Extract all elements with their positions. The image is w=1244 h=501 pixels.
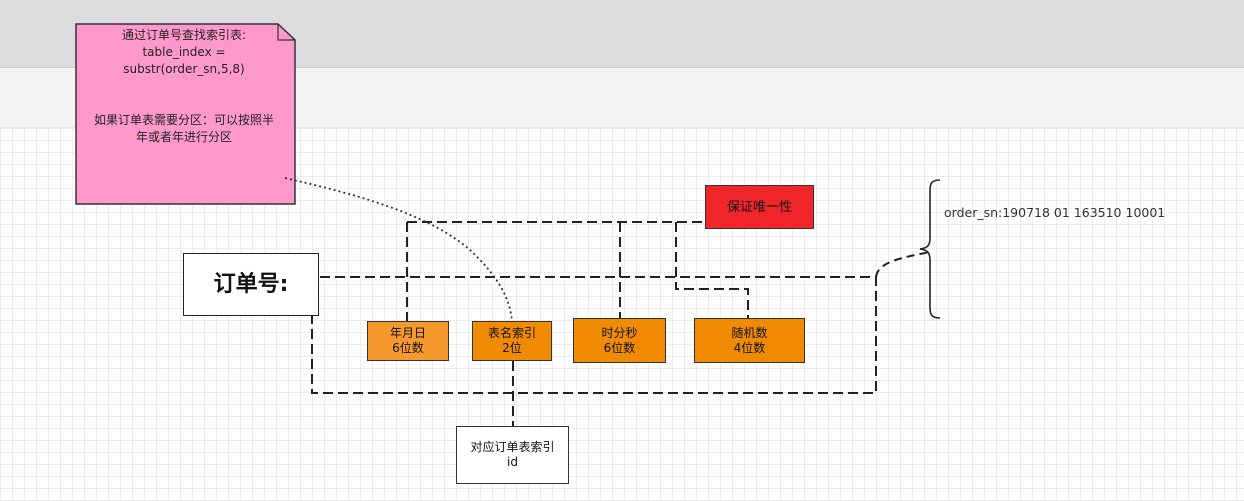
segment-hms-label: 时分秒	[601, 325, 638, 340]
unique-guarantee-box[interactable]: 保证唯一性	[705, 185, 814, 229]
order-number-title[interactable]: 订单号:	[183, 253, 319, 316]
segment-hms[interactable]: 时分秒 6位数	[573, 318, 666, 363]
rnd-connector	[675, 222, 749, 318]
order-sn-example: order_sn:190718 01 163510 10001	[944, 205, 1166, 220]
segment-table-index-label: 表名索引	[487, 326, 536, 340]
order-table-index-line1: 对应订单表索引	[470, 440, 555, 454]
segment-ymd[interactable]: 年月日 6位数	[367, 321, 449, 361]
note-shape	[75, 23, 296, 205]
order-number-title-text: 订单号:	[213, 272, 289, 297]
note-line-4: 如果订单表需要分区：可以按照半	[93, 113, 274, 127]
segment-table-index[interactable]: 表名索引 2位	[472, 321, 552, 361]
note-line-1: 通过订单号查找索引表:	[121, 28, 247, 42]
segment-random-label: 随机数	[731, 325, 768, 340]
brace-link	[875, 251, 931, 278]
segment-ymd-label: 年月日	[389, 326, 426, 340]
order-table-index-line2: id	[507, 455, 518, 469]
note-line-5: 年或者年进行分区	[135, 130, 232, 144]
note-line-3: substr(order_sn,5,8)	[123, 62, 245, 76]
order-table-index-box[interactable]: 对应订单表索引 id	[456, 426, 569, 484]
segment-hms-length: 6位数	[603, 340, 636, 355]
curly-brace	[919, 179, 941, 319]
order-group-container	[311, 276, 877, 394]
note-link-curve	[284, 177, 513, 322]
note-line-2: table_index =	[142, 45, 226, 59]
segment-random[interactable]: 随机数 4位数	[694, 318, 805, 363]
segment-random-length: 4位数	[733, 340, 766, 355]
segment-ymd-length: 6位数	[392, 341, 424, 355]
segment-table-index-length: 2位	[502, 341, 522, 355]
unique-guarantee-text: 保证唯一性	[726, 199, 792, 215]
note-fold	[277, 24, 295, 41]
note-text: 通过订单号查找索引表: table_index = substr(order_s…	[80, 27, 288, 146]
